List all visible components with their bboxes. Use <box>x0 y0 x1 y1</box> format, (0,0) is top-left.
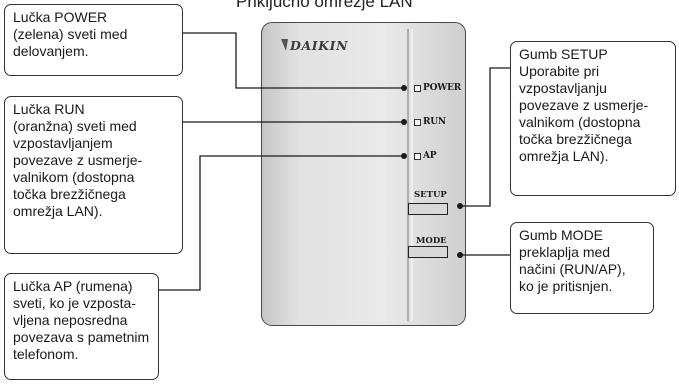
callout-power-led: Lučka POWER (zelena) sveti med delovanje… <box>4 4 183 76</box>
daikin-logo-wordmark: DAIKIN <box>290 37 349 53</box>
setup-leader-dot <box>457 203 463 209</box>
setup-button[interactable] <box>408 203 448 215</box>
power-led-label: POWER <box>423 83 462 93</box>
callout-line: Lučka AP (rumena) <box>13 278 133 294</box>
callout-line: načini (RUN/AP), <box>519 261 626 277</box>
callout-line: omrežja LAN). <box>519 148 609 164</box>
run-led-label: RUN <box>423 117 446 127</box>
callout-run-led: Lučka RUN (oranžna) sveti med vzpostavlj… <box>4 96 183 254</box>
callout-line: ko je pritisnjen. <box>519 278 613 294</box>
callout-line: omrežja LAN). <box>13 203 103 219</box>
callout-line: točka brezžičnega <box>519 131 632 147</box>
callout-line: Lučka RUN <box>13 101 85 117</box>
run-leader-dot <box>401 119 407 125</box>
callout-setup-button: Gumb SETUP Uporabite pri vzpostavljanju … <box>510 41 676 196</box>
power-leader-line <box>183 32 404 89</box>
callout-line: preklaplja med <box>519 244 611 260</box>
mode-button[interactable] <box>408 246 448 258</box>
callout-line: valnikom (dostopna <box>13 169 135 185</box>
ap-led-label: AP <box>423 151 437 161</box>
callout-line: delovanjem. <box>13 43 89 59</box>
callout-line: Uporabite pri <box>519 63 600 79</box>
callout-line: (zelena) sveti med <box>13 26 128 42</box>
ap-leader-dot <box>401 153 407 159</box>
callout-line: telefonom. <box>13 346 79 362</box>
callout-line: povezave z usmerje- <box>13 152 143 168</box>
daikin-logo: DAIKIN <box>278 37 349 53</box>
power-led <box>414 85 421 92</box>
callout-line: valnikom (dostopna <box>519 114 641 130</box>
callout-line: Lučka POWER <box>13 9 108 25</box>
mode-leader-dot <box>457 252 463 258</box>
callout-line: vzpostavljanju <box>519 80 607 96</box>
callout-line: povezave z usmerje- <box>519 97 649 113</box>
callout-line: vzpostavljanjem <box>13 135 113 151</box>
callout-line: vljena neposredna <box>13 312 128 328</box>
mode-button-label: MODE <box>416 236 447 246</box>
setup-leader-line <box>462 67 510 207</box>
run-led <box>414 119 421 126</box>
callout-line: (oranžna) sveti med <box>13 118 137 134</box>
callout-line: točka brezžičnega <box>13 186 126 202</box>
callout-ap-led: Lučka AP (rumena) sveti, ko je vzposta- … <box>4 273 159 380</box>
ap-led <box>414 153 421 160</box>
callout-line: Gumb MODE <box>519 227 604 243</box>
callout-line: Gumb SETUP <box>519 46 608 62</box>
power-leader-dot <box>401 85 407 91</box>
callout-mode-button: Gumb MODE preklaplja med načini (RUN/AP)… <box>510 222 654 314</box>
diagram-heading: Priključno omrežje LAN <box>236 0 413 11</box>
callout-line: povezava s pametnim <box>13 329 150 345</box>
wlan-adapter-device <box>261 22 466 326</box>
device-panel-seam <box>407 29 413 321</box>
setup-button-label: SETUP <box>414 190 447 200</box>
ap-leader-line <box>155 155 404 291</box>
callout-line: sveti, ko je vzposta- <box>13 295 136 311</box>
